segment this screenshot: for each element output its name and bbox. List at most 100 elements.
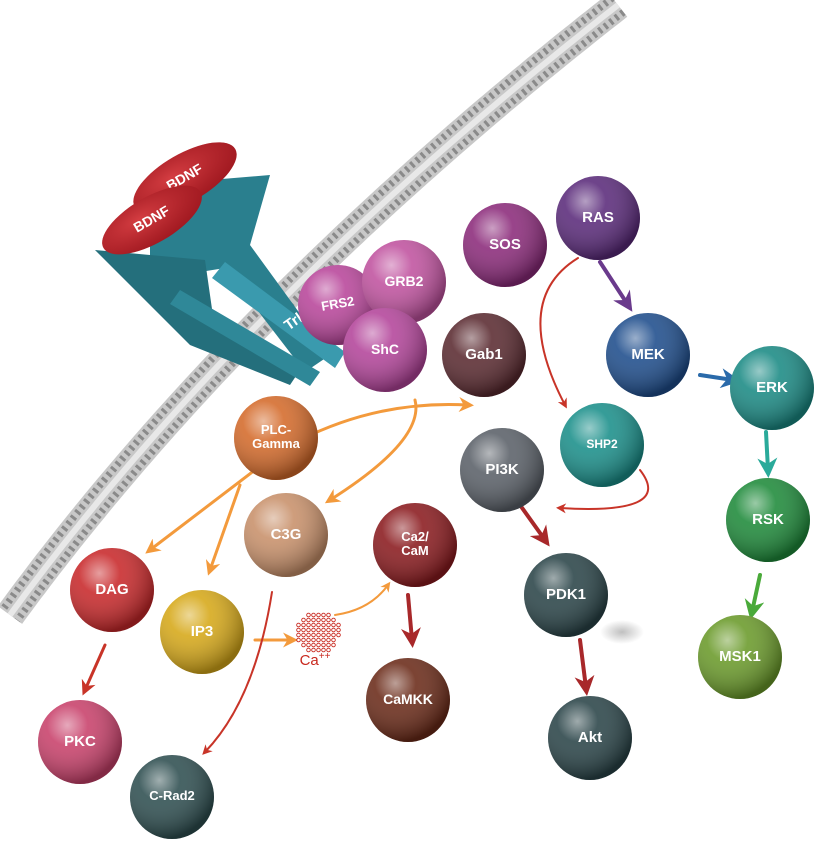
ras-label: RAS xyxy=(582,209,614,226)
calcium-dot xyxy=(326,637,331,643)
ip3-label: IP3 xyxy=(191,623,214,640)
calcium-to-ca2cam-arrow xyxy=(334,581,391,616)
grb2-label: GRB2 xyxy=(385,273,424,289)
calcium-dot xyxy=(321,617,326,623)
shc-to-c3g-arrow xyxy=(324,398,418,504)
calcium-dot xyxy=(306,647,311,653)
calcium-dot xyxy=(316,637,321,643)
plc-highlight xyxy=(234,396,318,480)
c3g-highlight xyxy=(244,493,328,577)
dag-node: DAG xyxy=(70,548,154,632)
pkc-label: PKC xyxy=(64,733,96,750)
trkb-receptor: TrkB xyxy=(95,175,345,386)
erk-node: ERK xyxy=(730,346,814,430)
pdk1-node: PDK1 xyxy=(524,553,608,637)
calcium-dot xyxy=(316,632,321,638)
calcium-dot xyxy=(296,622,301,628)
plc-node: PLC-Gamma xyxy=(234,396,318,480)
calcium-dot xyxy=(311,627,316,633)
akt-label: Akt xyxy=(578,729,602,746)
sos-label: SOS xyxy=(489,236,521,253)
c3g-to-crad2-arrow xyxy=(202,591,273,755)
pdk1-highlight xyxy=(524,553,608,637)
grb2-node: GRB2 xyxy=(362,240,446,324)
calcium-dot xyxy=(326,617,331,623)
ca2cam-label: Ca2/CaM xyxy=(401,529,429,558)
calcium-dot xyxy=(306,622,311,628)
calcium-dot xyxy=(326,622,331,628)
crad2-node: C-Rad2 xyxy=(130,755,214,839)
calcium-dot xyxy=(336,632,341,638)
ca2cam-highlight xyxy=(373,503,457,587)
ip3-highlight xyxy=(160,590,244,674)
calcium-dot xyxy=(331,642,336,648)
mek-node: MEK xyxy=(606,313,690,397)
ras-highlight xyxy=(556,176,640,260)
calcium-dot xyxy=(331,617,336,623)
erk-highlight xyxy=(730,346,814,430)
crad2-highlight xyxy=(130,755,214,839)
calcium-dot xyxy=(331,627,336,633)
calcium-dot xyxy=(306,627,311,633)
calcium-dot xyxy=(321,632,326,638)
shc-highlight xyxy=(343,308,427,392)
calcium-dot xyxy=(321,637,326,643)
calcium-label: Ca++ xyxy=(300,651,331,669)
dag-highlight xyxy=(70,548,154,632)
dag-label: DAG xyxy=(95,581,128,598)
shp2-label: SHP2 xyxy=(586,437,618,451)
calcium-dot xyxy=(296,632,301,638)
calcium-dot xyxy=(336,627,341,633)
calcium-dot xyxy=(326,632,331,638)
calcium-dot xyxy=(301,632,306,638)
calcium-dot xyxy=(311,637,316,643)
signal-arrows xyxy=(81,257,778,755)
rsk-node: RSK xyxy=(726,478,810,562)
calcium-dot xyxy=(316,622,321,628)
calcium-dot xyxy=(331,637,336,643)
ca2cam-node: Ca2/CaM xyxy=(373,503,457,587)
calcium-dot xyxy=(331,632,336,638)
calcium-dot xyxy=(311,647,316,653)
calcium-dot xyxy=(311,632,316,638)
pkc-highlight xyxy=(38,700,122,784)
pi3k-to-pdk1-arrow xyxy=(518,503,550,547)
msk1-highlight xyxy=(698,615,782,699)
rsk-highlight xyxy=(726,478,810,562)
calcium-dot xyxy=(301,622,306,628)
mek-to-erk-arrow xyxy=(698,368,741,389)
plc-to-ip3-arrow xyxy=(205,483,242,576)
ras-to-shp2-arrow xyxy=(539,257,579,409)
calcium-ion: Ca++ xyxy=(296,612,341,669)
mek-label: MEK xyxy=(631,346,665,363)
camkk-highlight xyxy=(366,658,450,742)
ip3-node: IP3 xyxy=(160,590,244,674)
pdk1-shadow xyxy=(600,620,644,644)
calcium-dot xyxy=(321,642,326,648)
sos-node: SOS xyxy=(463,203,547,287)
gab1-node: Gab1 xyxy=(442,313,526,397)
calcium-dot xyxy=(321,627,326,633)
rsk-label: RSK xyxy=(752,511,784,528)
calcium-dot xyxy=(311,617,316,623)
calcium-dot xyxy=(296,627,301,633)
gab1-highlight xyxy=(442,313,526,397)
shc-node: ShC xyxy=(343,308,427,392)
shp2-to-pi3k-arrow xyxy=(556,469,650,514)
calcium-dot xyxy=(311,642,316,648)
calcium-dot xyxy=(301,637,306,643)
calcium-dot xyxy=(306,617,311,623)
bdnf-ligand-bottom: BDNF xyxy=(102,185,202,255)
c3g-node: C3G xyxy=(244,493,328,577)
pi3k-node: PI3K xyxy=(460,428,544,512)
frs2-label: FRS2 xyxy=(320,294,355,315)
calcium-dot-cluster xyxy=(296,612,341,653)
shp2-node: SHP2 xyxy=(560,403,644,487)
calcium-dot xyxy=(336,622,341,628)
receptor-stalk-lower xyxy=(170,290,320,386)
calcium-dot xyxy=(326,647,331,653)
calcium-dot xyxy=(331,622,336,628)
